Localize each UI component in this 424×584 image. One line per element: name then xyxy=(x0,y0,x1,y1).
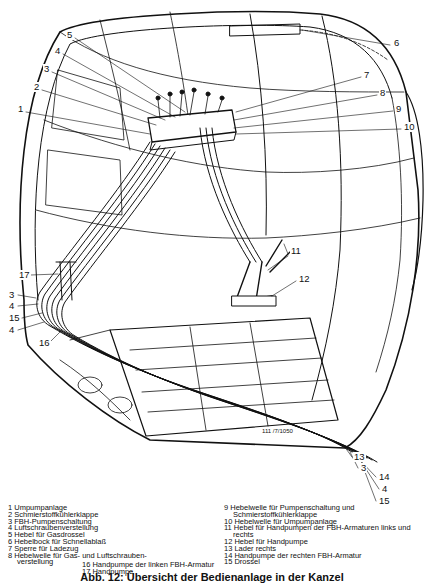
key-entry: 6 Hebelbock für Schnellablaß xyxy=(8,539,106,546)
callout-number: 4 xyxy=(381,484,388,494)
callout-number: 4 xyxy=(54,46,61,56)
callout-number: 4 xyxy=(8,325,15,335)
callout-number: 8 xyxy=(379,88,386,98)
key-entry: 11 Hebel für Handpumpen der FBH-Armature… xyxy=(224,525,414,539)
key-entry: 2 Schmierstoffkühlerklappe xyxy=(8,512,98,519)
key-entry: 16 Handpumpe der linken FBH-Armatur xyxy=(82,562,214,569)
callout-number: 15 xyxy=(378,496,391,506)
callout-number: 3 xyxy=(360,463,367,473)
key-entry: 12 Hebel für Handpumpe xyxy=(224,539,308,546)
callout-number: 14 xyxy=(378,472,391,482)
figure-caption: Abb. 12: Übersicht der Bedienanlage in d… xyxy=(0,572,424,583)
callout-number: 16 xyxy=(38,338,51,348)
callout-number: 11 xyxy=(290,246,302,256)
callout-number: 3 xyxy=(43,64,50,74)
key-entry: 3 FBH-Pumpenschaltung xyxy=(8,519,92,526)
callout-number: 7 xyxy=(363,70,370,80)
key-entry: 14 Handpumpe der rechten FBH-Armatur xyxy=(224,553,362,560)
callout-number: 4 xyxy=(8,301,15,311)
key-entry: 4 Luftschraubenverstellung xyxy=(8,525,98,532)
callout-number: 12 xyxy=(298,274,311,284)
callout-number: 10 xyxy=(403,122,416,132)
key-entry: 10 Hebelwelle für Umpumpanlage xyxy=(224,519,337,526)
callout-number: 9 xyxy=(395,104,402,114)
callout-number: 3 xyxy=(8,290,15,300)
key-entry: 13 Lader rechts xyxy=(224,546,276,553)
callout-number: 6 xyxy=(393,38,400,48)
key-entry: 1 Umpumpanlage xyxy=(8,505,67,512)
callout-number: 17 xyxy=(18,270,31,280)
key-entry: 7 Sperre für Ladezug xyxy=(8,546,78,553)
callout-number: 13 xyxy=(353,452,366,462)
key-entry: 15 Drossel xyxy=(224,559,260,566)
key-entry: 9 Hebelwelle für Pumpenschaltung und Sch… xyxy=(224,505,414,519)
callout-number: 5 xyxy=(66,30,73,40)
key-entry: 5 Hebel für Gasdrossel xyxy=(8,532,85,539)
callout-number: 2 xyxy=(33,82,40,92)
drawing-number: 111 /7/1050 xyxy=(262,428,293,434)
callout-number: 15 xyxy=(8,313,21,323)
callout-number: 1 xyxy=(17,104,24,114)
